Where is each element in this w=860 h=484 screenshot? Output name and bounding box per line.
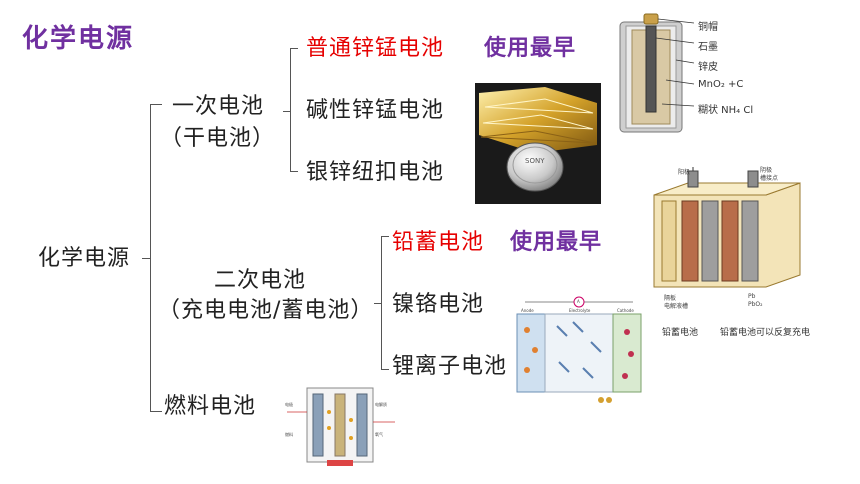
primary-label: 一次电池 [172,94,265,119]
dry-cell-label-nh4cl: 糊状 NH₄ Cl [698,105,754,116]
lead-acid-label-pbo2: PbO₂ [748,301,763,308]
lead-acid-svg [653,167,801,288]
secondary-note: 使用最早 [510,230,603,255]
fuel-cell-label-electrode: 电极 [285,402,293,407]
lead-acid-label-pb: Pb [748,293,756,300]
primary-bracket-line [290,48,291,172]
lead-acid-label-terminal: 槽接点 [760,175,779,182]
li-ion-svg [516,296,642,403]
lead-acid-caption-rechargeable: 铅蓄电池可以反复充电 [720,328,811,338]
main-bracket-bottom [150,411,162,412]
secondary-label-sub: （充电电池/蓄电池） [158,298,374,323]
primary-item-alkaline: 碱性锌锰电池 [306,98,445,123]
main-bracket-tick [142,258,151,259]
dry-cell-label-cap: 铜帽 [698,22,718,33]
primary-bracket-top [290,48,298,49]
li-ion-label-electrolyte: Electrolyte [569,308,591,313]
dry-cell-svg [619,13,695,133]
li-ion-diagram: Anode Electrolyte Cathode A [513,292,645,412]
root-label: 化学电源 [38,246,131,271]
lead-acid-label-anode: 阳极 [678,169,691,176]
fuel-label: 燃料电池 [164,394,257,419]
li-ion-label-cathode: Cathode [617,308,634,313]
coin-cell-svg [479,87,597,192]
fuel-cell-svg [287,387,395,466]
secondary-bracket-bottom [381,369,389,370]
secondary-item-nickel: 镍铬电池 [392,292,485,317]
fuel-cell-label-electrolyte: 电解质 [375,402,387,407]
dry-cell-label-mno2: MnO₂ +C [698,79,744,90]
lead-acid-caption: 铅蓄电池 [662,328,699,338]
page-title: 化学电源 [22,24,135,54]
primary-item-zinc-manganese: 普通锌锰电池 [306,36,445,61]
secondary-label: 二次电池 [214,268,307,293]
lead-acid-label-cathode: 阴极 [760,167,773,174]
fuel-cell-diagram: 电极 电解质 燃料 氧气 [283,382,400,470]
li-ion-label-anode: Anode [521,308,534,313]
primary-bracket-tick [283,111,291,112]
secondary-bracket-top [381,236,389,237]
primary-item-silver-zinc: 银锌纽扣电池 [306,160,445,185]
primary-label-sub: （干电池） [160,126,276,151]
main-bracket-top [150,104,162,105]
secondary-bracket-tick [374,303,382,304]
coin-cell-photo: SONY [475,83,601,204]
coin-cell-brand: SONY [525,157,545,165]
dry-cell-label-zinc: 锌皮 [698,62,718,73]
secondary-item-li-ion: 锂离子电池 [392,354,508,379]
lead-acid-label-electrolyte: 电解液槽 [664,303,689,310]
dry-cell-diagram: 铜帽 石墨 锌皮 MnO₂ +C 糊状 NH₄ Cl [612,8,772,138]
primary-note: 使用最早 [484,36,577,61]
primary-bracket-bottom [290,171,298,172]
lead-acid-label-separator: 隔板 [664,295,677,302]
lead-acid-diagram: 阳极 阴极 槽接点 隔板 电解液槽 Pb PbO₂ 铅蓄电池 铅蓄电池可以反复充… [648,165,814,341]
fuel-cell-label-fuel: 燃料 [285,432,293,437]
fuel-cell-label-oxygen: 氧气 [375,432,383,437]
li-ion-label-ammeter: A [577,299,580,304]
secondary-item-lead-acid: 铅蓄电池 [392,230,485,255]
dry-cell-label-graphite: 石墨 [698,42,718,53]
